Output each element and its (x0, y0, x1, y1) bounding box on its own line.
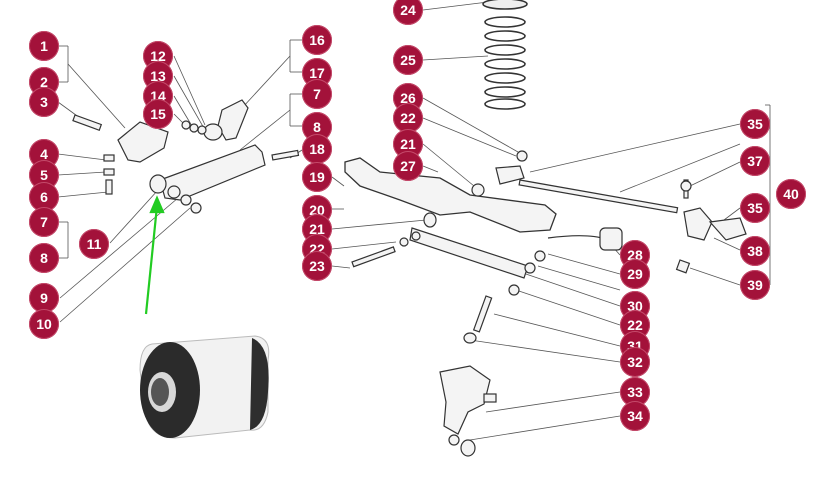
callout-22b[interactable]: 22 (393, 103, 423, 133)
hub-carrier (439, 295, 497, 457)
bracket-assembly (72, 114, 169, 195)
callout-35a[interactable]: 35 (740, 109, 770, 139)
callout-11[interactable]: 11 (79, 229, 109, 259)
callout-39[interactable]: 39 (740, 270, 770, 300)
callout-15[interactable]: 15 (143, 99, 173, 129)
callout-35b[interactable]: 35 (740, 193, 770, 223)
trailing-arm (149, 144, 266, 214)
callout-7[interactable]: 7 (29, 207, 59, 237)
tie-rod (471, 150, 747, 274)
callout-19[interactable]: 19 (302, 162, 332, 192)
callout-34[interactable]: 34 (620, 401, 650, 431)
callout-32[interactable]: 32 (620, 347, 650, 377)
lower-arm (351, 212, 623, 296)
coil-spring (482, 0, 528, 110)
callout-25[interactable]: 25 (393, 45, 423, 75)
callout-23[interactable]: 23 (302, 251, 332, 281)
callout-8[interactable]: 8 (29, 243, 59, 273)
callout-38[interactable]: 38 (740, 236, 770, 266)
callout-37[interactable]: 37 (740, 146, 770, 176)
callout-24[interactable]: 24 (393, 0, 423, 25)
callout-3[interactable]: 3 (29, 87, 59, 117)
callout-40[interactable]: 40 (776, 179, 806, 209)
callout-27[interactable]: 27 (393, 151, 423, 181)
upper-link (181, 99, 300, 161)
callout-16[interactable]: 16 (302, 25, 332, 55)
subframe (344, 157, 557, 233)
callout-7b[interactable]: 7 (302, 79, 332, 109)
callout-10[interactable]: 10 (29, 309, 59, 339)
callout-18[interactable]: 18 (302, 134, 332, 164)
rubber-bushing-enlarged (139, 335, 270, 439)
callout-9[interactable]: 9 (29, 283, 59, 313)
callout-29[interactable]: 29 (620, 259, 650, 289)
callout-1[interactable]: 1 (29, 31, 59, 61)
highlight-arrow (144, 195, 165, 315)
